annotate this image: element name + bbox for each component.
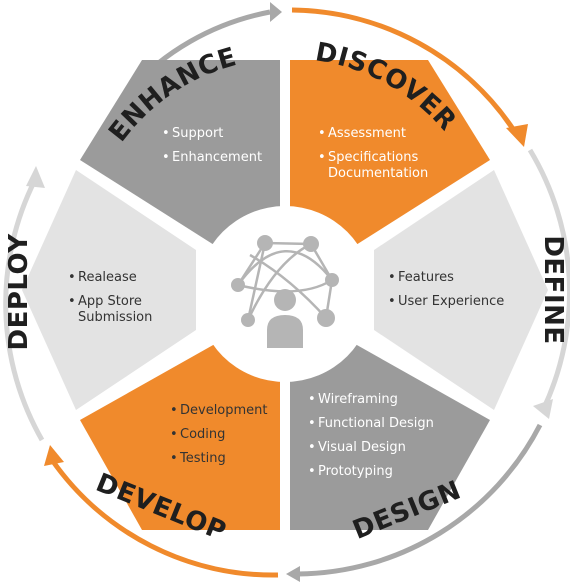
bullet-line: Documentation [328,166,429,181]
bullet-line: Development [180,403,268,418]
arrow-deploy [3,178,45,442]
center-hub [197,206,373,382]
arrow-design [297,423,543,577]
bullet-line: App Store [78,294,142,309]
develop-bullet-item: Coding [170,427,268,443]
bullet-line: Realease [78,270,137,285]
arrowhead-design [286,566,300,582]
bullet-line: Support [172,126,224,141]
arrow-define [527,148,570,412]
list-define: FeaturesUser Experience [388,270,504,318]
arrowhead-develop [44,445,64,466]
design-bullet-item: Wireframing [308,392,434,408]
design-bullet-item: Functional Design [308,416,434,432]
bullet-line: Assessment [328,126,406,141]
outer-cycle-arrows [3,2,570,582]
enhance-bullet-item: Support [162,126,262,142]
deploy-bullet-item: Realease [68,270,152,286]
phase-label-define: DEFINE [538,235,568,344]
bullet-line: Coding [180,427,226,442]
list-design: WireframingFunctional DesignVisual Desig… [308,392,434,488]
segment-deploy [22,170,196,410]
segment-define [374,170,548,410]
develop-bullet-item: Testing [170,451,268,467]
discover-bullet-item: Assessment [318,126,428,142]
design-bullet-item: Visual Design [308,440,434,456]
arrowhead-discover [506,124,528,147]
bullet-line: Specifications [328,150,419,165]
arrowhead-deploy [26,166,45,188]
list-enhance: SupportEnhancement [162,126,262,174]
arrowhead-define [533,399,553,419]
bullet-line: Enhancement [172,150,263,165]
design-bullet-item: Prototyping [308,464,434,480]
define-bullet-item: User Experience [388,294,504,310]
list-develop: DevelopmentCodingTesting [170,403,268,475]
bullet-line: Features [398,270,454,285]
define-bullet-item: Features [388,270,504,286]
develop-bullet-item: Development [170,403,268,419]
bullet-line: Submission [78,310,153,325]
phase-label-deploy: DEPLOY [4,233,34,351]
bullet-line: Wireframing [318,392,398,407]
bullet-line: Testing [180,451,226,466]
bullet-line: Functional Design [318,416,434,431]
arrow-discover [291,7,518,134]
arrow-develop [49,458,279,578]
bullet-line: Visual Design [318,440,406,455]
bullet-line: Prototyping [318,464,393,479]
bullet-line: User Experience [398,294,505,309]
enhance-bullet-item: Enhancement [162,150,262,166]
list-discover: AssessmentSpecificationsDocumentation [318,126,428,190]
arrowhead-top [270,2,282,22]
